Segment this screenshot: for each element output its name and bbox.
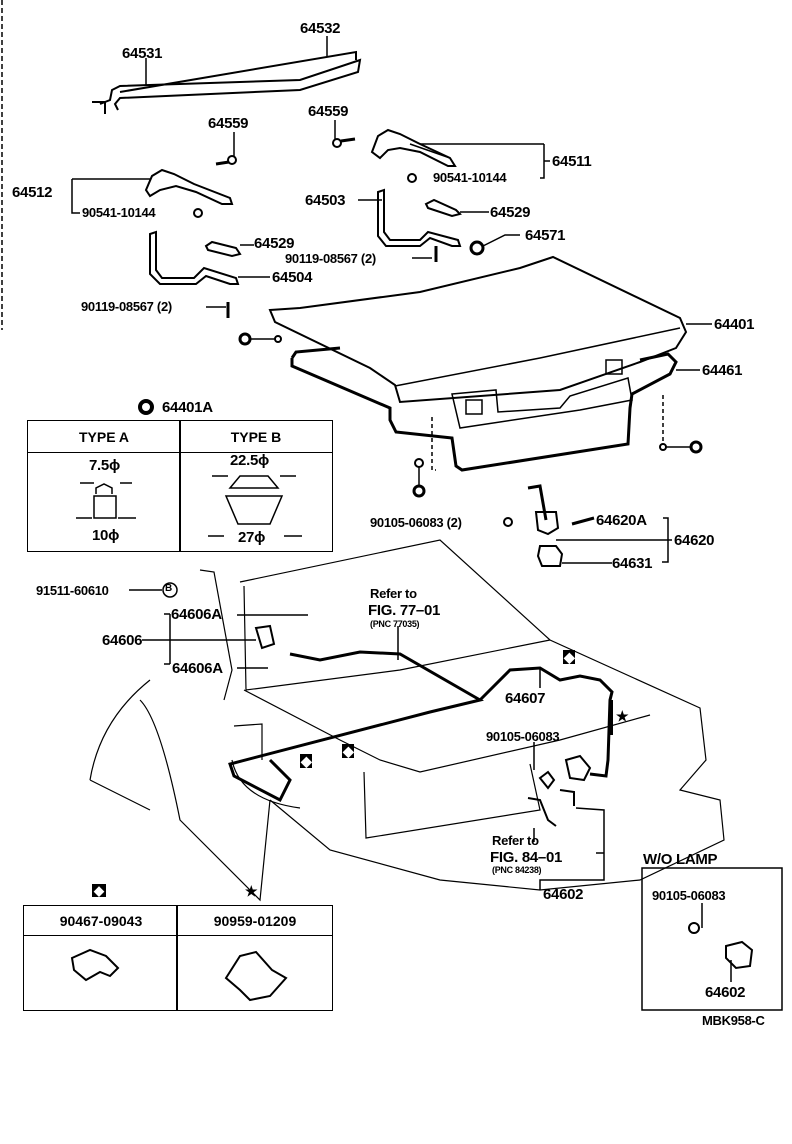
callout-64606A-upper[interactable]: 64606A [171, 606, 222, 623]
callout-64401[interactable]: 64401 [714, 316, 755, 333]
grommet-type-a [76, 482, 136, 519]
callout-64401A[interactable]: 64401A [162, 399, 213, 416]
diamond-icon: ◆ [92, 883, 106, 898]
callout-90105-06083-2[interactable]: 90105-06083 (2) [370, 515, 462, 530]
diamond-icon: ◆ [563, 649, 576, 665]
clamp-part-90467[interactable]: 90467-09043 [59, 912, 143, 929]
release-cable-64607 [478, 666, 614, 778]
b-circle-label: B [165, 583, 172, 594]
ref-fig77-line1[interactable]: Refer to [370, 586, 417, 601]
diamond-icon: ◆ [342, 743, 355, 759]
callout-90541-10144-left[interactable]: 90541-10144 [82, 205, 156, 220]
callout-90119-08567-right[interactable]: 90119-08567 (2) [285, 251, 376, 266]
type-a-header: TYPE A [78, 428, 130, 445]
wo-lamp-part-callout[interactable]: 64602 [705, 984, 746, 1001]
cushion-64571 [469, 240, 485, 256]
callout-64559-right[interactable]: 64559 [308, 103, 349, 120]
callout-64559-left[interactable]: 64559 [208, 115, 249, 132]
pad-64529-right [424, 198, 462, 218]
hinge-arm-64504 [149, 230, 270, 285]
clamp-table: 90467-09043 90959-01209 [23, 905, 333, 1011]
clamp-90959-01209 [224, 950, 288, 1002]
wo-lamp-title: W/O LAMP [643, 851, 718, 868]
clamp-table-header: 90467-09043 90959-01209 [24, 906, 332, 936]
bolt-64559-right [332, 120, 356, 148]
wo-lamp-bolt-callout[interactable]: 90105-06083 [652, 888, 726, 903]
type-a-bottom-dim: 10ϕ [92, 527, 120, 544]
striker-64631 [536, 545, 564, 567]
callout-64571[interactable]: 64571 [525, 227, 566, 244]
clamp-part-90959[interactable]: 90959-01209 [213, 912, 297, 929]
grommet-icon [689, 440, 703, 454]
table-divider [176, 906, 178, 1010]
pad-64529-left [204, 240, 242, 258]
callout-64602[interactable]: 64602 [543, 886, 584, 903]
hinge-64511 [370, 128, 550, 183]
lock-64620 [527, 484, 672, 563]
bolt-90119-left [206, 302, 230, 318]
callout-64532[interactable]: 64532 [300, 20, 341, 37]
callout-64503[interactable]: 64503 [305, 192, 346, 209]
callout-64606A-lower[interactable]: 64606A [172, 660, 223, 677]
ref-fig77-line2[interactable]: FIG. 77–01 [368, 602, 441, 619]
wo-lamp-box [641, 867, 783, 1011]
callout-90119-08567-left[interactable]: 90119-08567 (2) [81, 299, 172, 314]
grommet-type-b [208, 475, 302, 537]
callout-64606[interactable]: 64606 [102, 632, 143, 649]
callout-64620[interactable]: 64620 [674, 532, 715, 549]
star-icon: ★ [245, 883, 258, 899]
clamp-90467-09043 [70, 948, 120, 982]
harness [228, 650, 485, 803]
type-b-header: TYPE B [230, 428, 282, 445]
grommet-type-table: TYPE A TYPE B [27, 420, 333, 552]
type-b-top-dim: 22.5ϕ [230, 452, 269, 469]
callout-64529-right[interactable]: 64529 [490, 204, 531, 221]
type-b-bottom-dim: 27ϕ [238, 529, 266, 546]
grommet-table-header: TYPE A TYPE B [28, 421, 332, 453]
car-body [89, 539, 725, 902]
ref-fig84-line3: (PNC 84238) [492, 865, 542, 875]
bolt-64559-left [215, 132, 237, 166]
trunk-lid-64401 [268, 255, 712, 472]
opener-64606 [254, 624, 276, 650]
figure-code: MBK958-C [702, 1013, 765, 1028]
callout-64511[interactable]: 64511 [552, 153, 592, 170]
callout-64531[interactable]: 64531 [122, 45, 163, 62]
callout-91511-60610[interactable]: 91511-60610 [36, 583, 109, 598]
grommet-icon [412, 484, 426, 498]
b-circle-icon [162, 582, 178, 598]
callout-64504[interactable]: 64504 [272, 269, 313, 286]
star-icon: ★ [616, 708, 629, 724]
ref-fig84-line1[interactable]: Refer to [492, 833, 539, 848]
callout-64631[interactable]: 64631 [612, 555, 653, 572]
hinge-arm-64503 [358, 188, 462, 247]
callout-64512[interactable]: 64512 [12, 184, 53, 201]
diamond-icon: ◆ [300, 753, 313, 769]
bolt-90119-right [412, 246, 438, 262]
callout-90541-10144-right[interactable]: 90541-10144 [433, 170, 507, 185]
hinge-64512 [71, 168, 234, 218]
torsion-bar-64531 [92, 50, 362, 114]
callout-64607[interactable]: 64607 [505, 690, 546, 707]
callout-90105-06083[interactable]: 90105-06083 [486, 729, 560, 744]
table-divider [179, 421, 181, 551]
callout-64620A[interactable]: 64620A [596, 512, 647, 529]
type-a-top-dim: 7.5ϕ [89, 457, 120, 474]
ref-fig77-line3: (PNC 77035) [370, 619, 420, 629]
ref-fig84-line2[interactable]: FIG. 84–01 [490, 849, 563, 866]
callout-64529-left[interactable]: 64529 [254, 235, 295, 252]
callout-64461[interactable]: 64461 [702, 362, 743, 379]
grommet-icon [238, 332, 252, 346]
grommet-symbol-icon [138, 399, 154, 415]
